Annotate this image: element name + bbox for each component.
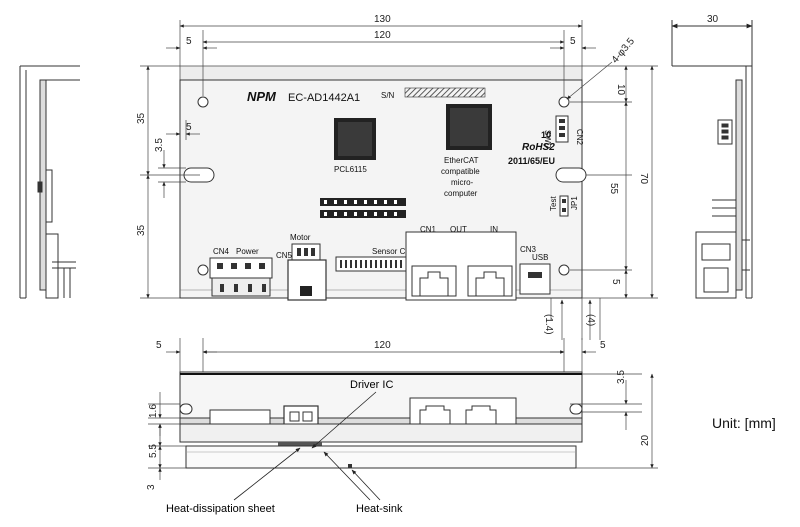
resistor-array — [320, 198, 406, 218]
out-label: OUT — [450, 225, 467, 234]
dim-130: 130 — [374, 14, 391, 25]
cn4-label: CN4 — [213, 247, 230, 256]
front-view: 120 5 5 Driver IC Heat-dissipa — [146, 338, 658, 515]
dim-3: 3 — [146, 484, 157, 490]
mount-hole-bl — [197, 264, 209, 276]
heat-sink-label: Heat-sink — [356, 503, 403, 515]
usb-connector — [519, 263, 551, 295]
test-label: Test — [549, 196, 558, 211]
power-label: Power — [236, 247, 259, 256]
dim-55: 55 — [608, 183, 619, 195]
dim-5-5: 5.5 — [148, 444, 159, 458]
dim-120-front: 120 — [374, 340, 391, 351]
dim-35-top: 35 — [136, 112, 147, 124]
rj45-out — [411, 265, 457, 297]
dim-1-4: (1.4) — [543, 314, 554, 335]
dim-5-right: 5 — [570, 36, 576, 47]
svg-text:10: 10 — [541, 130, 551, 140]
dim-5-front-right: 5 — [600, 340, 606, 351]
rj45-in — [467, 265, 513, 297]
heat-sheet-label: Heat-dissipation sheet — [166, 503, 275, 515]
sn-label: S/N — [381, 91, 395, 100]
mount-hole-tl — [197, 96, 209, 108]
dim-5-bottom: 5 — [610, 279, 621, 285]
heat-sheet-shape — [278, 442, 322, 446]
jp1-jumper — [559, 195, 569, 217]
dim-4: (4) — [585, 314, 596, 326]
sensor-label: Sensor CN6 — [372, 247, 416, 256]
right-side-view — [671, 20, 753, 299]
mount-hole-br — [558, 264, 570, 276]
chip2-line2: compatible — [441, 167, 480, 176]
driver-ic-label: Driver IC — [350, 379, 393, 391]
chip2-line4: computer — [444, 189, 478, 198]
chip2-line1: EtherCAT — [444, 156, 479, 165]
mount-hole-tr — [558, 96, 570, 108]
cn2-label: CN2 — [575, 129, 584, 146]
dim-10: 10 — [615, 84, 626, 96]
model-text: EC-AD1442A1 — [288, 92, 360, 104]
bracket-band — [179, 65, 583, 81]
swd-label: SWD — [543, 130, 552, 149]
left-side-view — [19, 65, 80, 299]
dim-30: 30 — [707, 14, 719, 25]
dim-5-left: 5 — [186, 36, 192, 47]
dim-20: 20 — [640, 434, 651, 446]
cn1-label: CN1 — [420, 225, 437, 234]
front-lower-body — [179, 423, 583, 443]
dim-120: 120 — [374, 30, 391, 41]
unit-label: Unit: [mm] — [712, 415, 776, 431]
usb-label: USB — [532, 253, 548, 262]
brand-logo: NPM — [247, 89, 277, 104]
sn-field — [404, 87, 486, 98]
dim-70: 70 — [638, 173, 649, 185]
chip1-label: PCL6115 — [334, 165, 367, 174]
rohs-mark: RoHS2 — [522, 142, 555, 153]
top-view: NPM EC-AD1442A1 S/N PCL6115 EtherCAT com… — [179, 65, 587, 301]
in-label: IN — [490, 225, 498, 234]
chip2-line3: micro- — [451, 178, 474, 187]
dim-1-6: 1.6 — [148, 404, 159, 418]
dim-3-5: 3.5 — [154, 138, 165, 152]
motor-label: Motor — [290, 233, 311, 242]
rohs-directive: 2011/65/EU — [508, 156, 555, 166]
slot-right — [555, 167, 587, 183]
cn3-label: CN3 — [520, 245, 537, 254]
dim-3-5-front: 3.5 — [616, 370, 627, 384]
cn5-label: CN5 — [276, 251, 293, 260]
dim-35-bottom: 35 — [136, 224, 147, 236]
dim-5-small: 5 — [186, 122, 192, 133]
dim-5-front-left: 5 — [156, 340, 162, 351]
heat-sink-shape — [185, 445, 577, 469]
jp1-label: JP1 — [570, 196, 579, 210]
dim-hole: 4-φ3.5 — [610, 36, 638, 66]
top-dims — [140, 20, 658, 340]
